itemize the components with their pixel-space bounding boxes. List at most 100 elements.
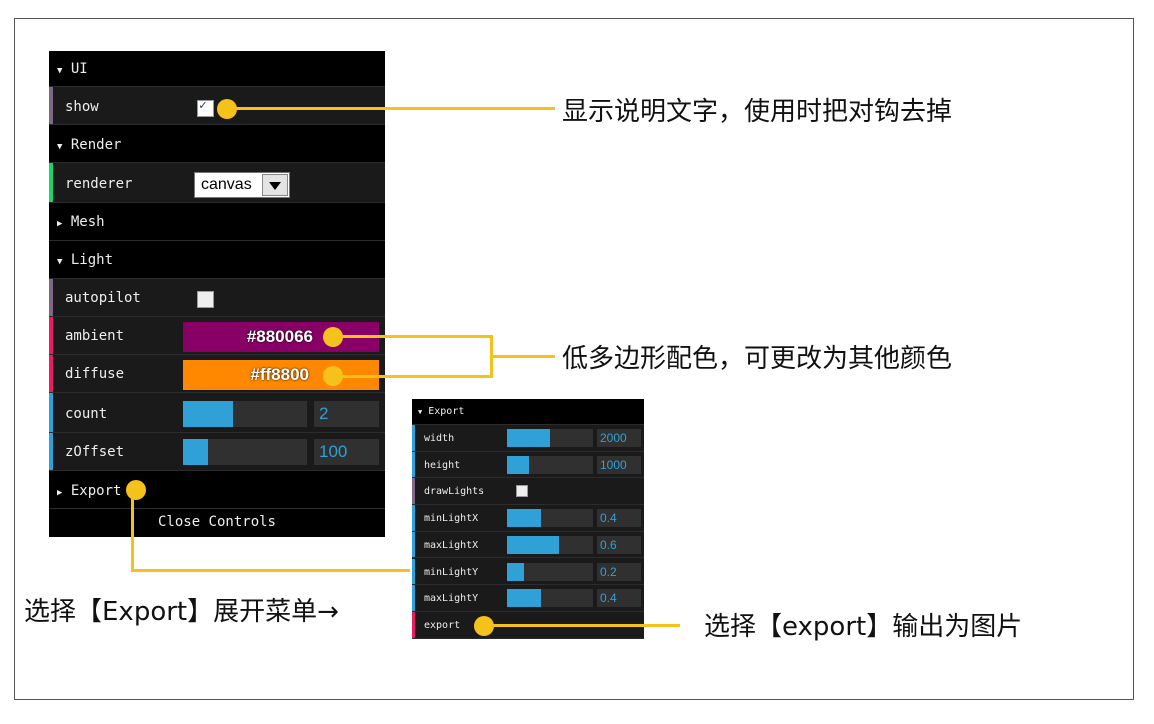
export-number-value: 0.4 [600, 591, 617, 606]
export-number-value: 0.4 [600, 511, 617, 526]
count-label: count [65, 406, 108, 422]
close-controls-button[interactable]: Close Controls [49, 509, 385, 537]
count-slider-fill [183, 401, 233, 427]
callout-line-export [484, 624, 680, 627]
folder-export[interactable]: ▶ Export [49, 471, 385, 509]
callout-line-export-folder-h [131, 569, 410, 572]
folder-light[interactable]: ▼ Light [49, 241, 385, 279]
export-slider-fill [507, 562, 525, 581]
drawlights-checkbox[interactable] [516, 485, 528, 498]
color-annotation: 低多边形配色，可更改为其他颜色 [562, 344, 953, 374]
collapsed-triangle-icon: ▶ [57, 219, 63, 229]
show-label: show [65, 99, 99, 115]
export-row-drawlights: drawLights [412, 478, 644, 506]
count-value: 2 [319, 404, 329, 423]
renderer-select[interactable]: canvas [194, 172, 290, 198]
export-slider[interactable] [507, 509, 593, 528]
expanded-triangle-icon: ▼ [418, 408, 423, 416]
export-slider[interactable] [507, 535, 593, 554]
main-controls-panel: ▼ UI show ▼ Render renderer canvas ▶ Mes… [49, 51, 385, 537]
export-row-label: export [424, 619, 461, 631]
callout-dot-export-folder [126, 480, 146, 500]
callout-line-ambient [333, 335, 493, 338]
export-row-export[interactable]: export [412, 611, 644, 639]
expanded-triangle-icon: ▼ [57, 142, 63, 152]
row-zoffset: zOffset 100 [49, 433, 385, 471]
export-row-label: minLightY [424, 566, 479, 578]
export-slider[interactable] [507, 429, 593, 447]
row-show: show [49, 87, 385, 125]
export-row-label: minLightX [424, 513, 479, 525]
zoffset-slider-fill [183, 439, 208, 465]
expanded-triangle-icon: ▼ [57, 66, 63, 76]
export-slider-fill [507, 535, 559, 554]
export-row-label: maxLightY [424, 593, 479, 605]
export-row-maxlighty: maxLightY 0.4 [412, 585, 644, 612]
folder-render-label: Render [70, 137, 122, 153]
export-number-value: 0.2 [600, 564, 617, 579]
export-row-minlightx: minLightX 0.4 [412, 505, 644, 532]
zoffset-slider[interactable] [183, 439, 307, 465]
count-slider[interactable] [183, 401, 307, 427]
chevron-down-icon[interactable] [262, 174, 288, 196]
export-slider-fill [507, 455, 529, 474]
export-number-value: 0.6 [600, 537, 617, 552]
folder-mesh[interactable]: ▶ Mesh [49, 203, 385, 241]
collapsed-triangle-icon: ▶ [57, 488, 63, 498]
ambient-label: ambient [65, 328, 125, 344]
folder-ui[interactable]: ▼ UI [49, 51, 385, 87]
export-number-input[interactable]: 0.4 [597, 589, 641, 608]
autopilot-label: autopilot [65, 290, 141, 306]
export-folder-label: Export [428, 406, 465, 417]
expanded-triangle-icon: ▼ [57, 257, 63, 267]
folder-mesh-label: Mesh [70, 214, 105, 230]
autopilot-checkbox[interactable] [197, 291, 214, 308]
export-slider-fill [507, 509, 542, 528]
export-row-label: maxLightX [424, 539, 479, 551]
export-number-value: 2000 [600, 431, 627, 445]
export-slider-fill [507, 429, 550, 447]
show-checkbox[interactable] [197, 98, 214, 117]
export-open-annotation: 选择【Export】展开菜单→ [24, 597, 339, 627]
row-count: count 2 [49, 393, 385, 433]
export-slider[interactable] [507, 589, 593, 608]
export-controls-panel: ▼ Export width 2000 height 1000 drawLights mi… [412, 399, 644, 639]
diffuse-label: diffuse [65, 366, 125, 382]
count-number-input[interactable]: 2 [314, 401, 379, 427]
folder-export-expanded[interactable]: ▼ Export [412, 399, 644, 425]
row-autopilot: autopilot [49, 279, 385, 317]
callout-line-color [490, 355, 555, 358]
zoffset-number-input[interactable]: 100 [314, 439, 379, 465]
export-number-input[interactable]: 0.4 [597, 509, 641, 528]
callout-line-diffuse [333, 375, 493, 378]
zoffset-label: zOffset [65, 444, 125, 460]
zoffset-value: 100 [319, 442, 348, 461]
export-slider-fill [507, 589, 542, 608]
export-row-label: width [424, 433, 455, 444]
export-row-label: drawLights [424, 486, 485, 498]
export-row-label: height [424, 459, 461, 471]
diffuse-color-value: #ff8800 [250, 365, 309, 384]
folder-export-label: Export [70, 483, 122, 499]
folder-ui-label: UI [70, 61, 88, 77]
renderer-label: renderer [65, 176, 133, 192]
folder-light-label: Light [70, 252, 114, 268]
folder-render[interactable]: ▼ Render [49, 125, 385, 163]
export-row-maxlightx: maxLightX 0.6 [412, 531, 644, 559]
callout-line-export-folder-v [131, 495, 134, 572]
export-number-input[interactable]: 0.2 [597, 562, 641, 581]
export-slider[interactable] [507, 455, 593, 474]
export-number-input[interactable]: 1000 [597, 455, 641, 474]
show-annotation: 显示说明文字，使用时把对钩去掉 [562, 97, 953, 127]
export-annotation: 选择【export】输出为图片 [704, 612, 1023, 642]
export-number-value: 1000 [600, 457, 627, 472]
row-renderer: renderer canvas [49, 163, 385, 203]
export-row-width: width 2000 [412, 425, 644, 452]
ambient-color-value: #880066 [246, 327, 313, 346]
callout-line-show [227, 107, 555, 110]
export-number-input[interactable]: 0.6 [597, 535, 641, 554]
close-controls-label: Close Controls [157, 514, 276, 530]
export-slider[interactable] [507, 562, 593, 581]
export-number-input[interactable]: 2000 [597, 429, 641, 447]
figure-frame [14, 18, 1134, 700]
